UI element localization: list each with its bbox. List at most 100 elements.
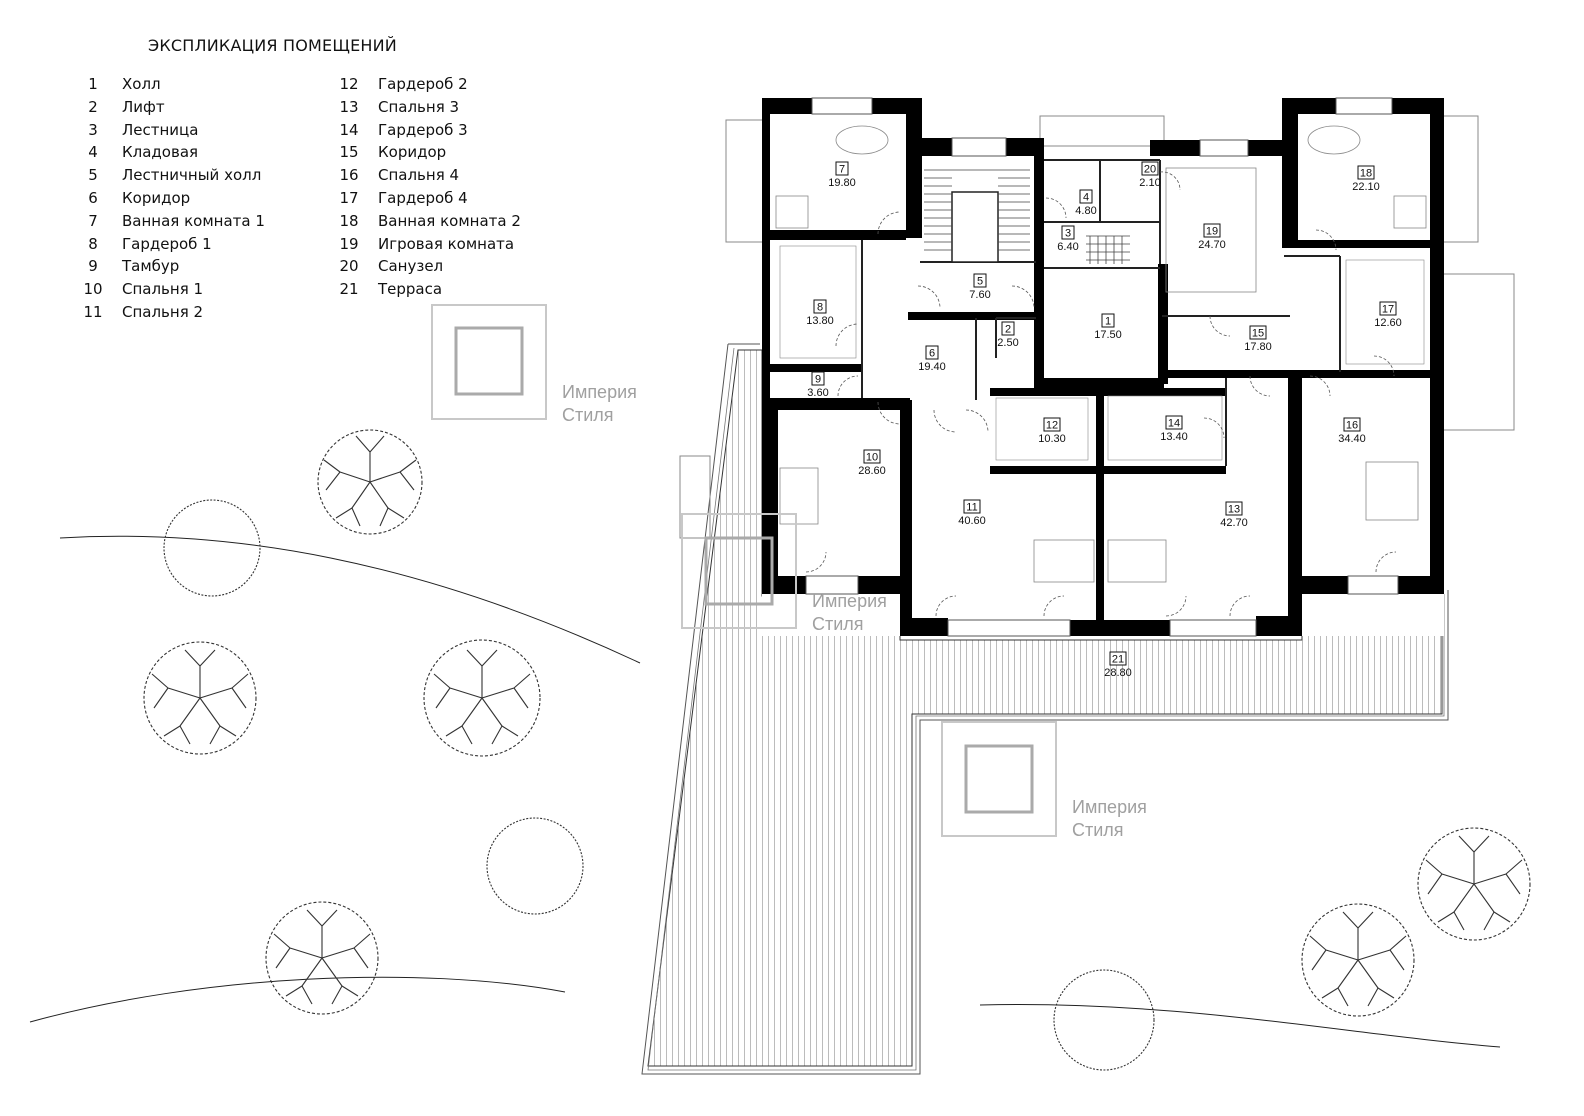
legend-item-name: Гардероб 3 (378, 120, 468, 139)
bed (1107, 539, 1167, 583)
room-number: 19 (1206, 226, 1218, 238)
terrace-edge (641, 343, 1449, 1075)
room-number: 5 (977, 276, 983, 288)
bush-icon (486, 817, 584, 915)
room-area: 2.50 (997, 337, 1018, 349)
balcony (1039, 115, 1165, 147)
room-number: 8 (817, 302, 823, 314)
legend-item-number: 6 (88, 189, 98, 207)
watermark-line2: Стиля (562, 405, 614, 425)
room-number-box (1225, 501, 1243, 516)
legend-item-name: Тамбур (122, 257, 180, 276)
watermark-line2: Стиля (812, 614, 864, 634)
balcony (725, 119, 765, 243)
room-area: 13.80 (806, 315, 834, 327)
room-number-box (1109, 651, 1127, 666)
bath-fixtures (775, 125, 1427, 583)
legend-item-number: 15 (339, 143, 359, 162)
room-area: 22.10 (1352, 181, 1380, 193)
doors (805, 171, 1397, 617)
room-number: 21 (1112, 654, 1124, 666)
legend-item-name: Ванная комната 1 (122, 211, 265, 230)
bathtub (1307, 125, 1361, 155)
legend-item-number: 12 (339, 75, 359, 93)
terrace-edge (647, 347, 1445, 1071)
watermark-line1: Империя (1072, 797, 1147, 817)
room-number-box (925, 345, 939, 360)
room-number: 1 (1105, 316, 1111, 328)
room-area: 12.60 (1374, 317, 1402, 329)
legend-item-number: 10 (83, 280, 103, 299)
window (951, 137, 1007, 157)
room-area: 10.30 (1038, 433, 1066, 445)
tree-icon (1301, 903, 1415, 1017)
room-number-box (1141, 161, 1159, 176)
legend-item-name: Гардероб 4 (378, 189, 468, 207)
legend-item-number: 18 (339, 211, 359, 230)
room-label: 813.80 (806, 299, 834, 327)
room-area: 28.80 (1104, 667, 1132, 679)
room-number-box (973, 273, 987, 288)
room-area: 3.60 (807, 387, 828, 399)
legend-item-name: Игровая комната (378, 234, 515, 253)
watermark: Империя Стиля (681, 513, 887, 634)
shower (1393, 195, 1427, 229)
legend-item-number: 20 (339, 257, 359, 276)
legend-item-name: Спальня 4 (378, 166, 460, 185)
room-number-box (1249, 325, 1267, 340)
watermark: Империя Стиля (431, 304, 637, 425)
legend-item-number: 2 (88, 97, 98, 116)
legend-item-number: 17 (339, 189, 359, 207)
watermark-line2: Стиля (1072, 820, 1124, 840)
legend-item-name: Спальня 2 (122, 303, 204, 321)
room-number-box (835, 161, 849, 176)
legend-item-number: 5 (88, 166, 98, 185)
room-number: 12 (1046, 420, 1058, 432)
legend-item-name: Спальня 1 (122, 280, 204, 299)
room-number-box (811, 371, 825, 386)
room-number-box (1379, 301, 1397, 316)
legend-item-name: Лифт (122, 97, 165, 116)
ground-line (59, 535, 641, 664)
legend-item-number: 8 (88, 234, 98, 253)
tree-icon (1417, 827, 1531, 941)
legend-item-name: Лестница (122, 120, 199, 139)
room-label: 22.50 (997, 321, 1019, 349)
balcony (1441, 273, 1515, 431)
legend-item-name: Ванная комната 2 (378, 211, 521, 230)
room-labels: 117.5022.5036.4044.8057.60619.40719.8081… (806, 161, 1402, 679)
legend-item-name: Терраса (378, 280, 443, 299)
room-label: 36.40 (1057, 225, 1079, 253)
room-label: 202.10 (1139, 161, 1161, 189)
ground-line (979, 1004, 1501, 1048)
legend-item-name: Лестничный холл (122, 166, 262, 185)
legend-item-name: Санузел (378, 257, 444, 276)
room-number-box (1043, 417, 1061, 432)
room-number: 6 (929, 348, 935, 360)
room-number-box (1079, 189, 1093, 204)
watermark: Империя Стиля (941, 721, 1147, 840)
room-number: 7 (839, 164, 845, 176)
staircase (924, 169, 1130, 264)
legend-item-number: 19 (339, 234, 359, 253)
legend-item-number: 13 (339, 97, 359, 116)
room-number-box (1357, 165, 1375, 180)
room-area: 7.60 (969, 289, 990, 301)
room-number: 9 (815, 374, 821, 386)
room-label: 93.60 (807, 371, 829, 399)
legend-title: ЭКСПЛИКАЦИЯ ПОМЕЩЕНИЙ (148, 36, 397, 55)
watermark-line1: Империя (812, 591, 887, 611)
bed (1165, 167, 1257, 293)
room-number: 4 (1083, 192, 1089, 204)
room-number: 15 (1252, 328, 1264, 340)
tree-icon (265, 901, 379, 1015)
legend-item-number: 9 (88, 257, 98, 276)
room-area: 42.70 (1220, 517, 1248, 529)
bed (1033, 539, 1095, 583)
legend-item-number: 21 (339, 280, 359, 299)
